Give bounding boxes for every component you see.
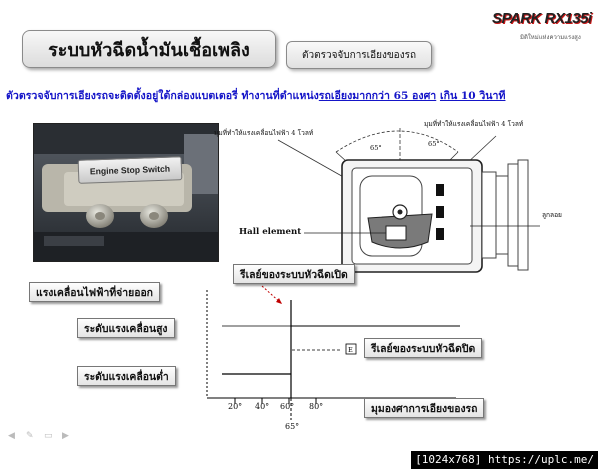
high-level-label: ระดับแรงเคลื่อนสูง <box>77 318 175 338</box>
angle-note-right: มุมที่ทำให้แรงเคลื่อนไฟฟ้า 4 โวลท์ <box>424 120 524 128</box>
menu-icon[interactable]: ▭ <box>44 431 53 441</box>
angle-note-left: มุมที่ทำให้แรงเคลื่อนไฟฟ้า 4 โวลท์ <box>214 129 314 137</box>
logo-tagline: มิติใหม่แห่งความแรงสูง <box>520 34 581 41</box>
tick-20: 20° <box>228 402 243 411</box>
headline-time: เกิน 10 วินาที <box>439 90 506 102</box>
hall-element-label: Hall element <box>239 227 302 237</box>
headline-text: ตัวตรวจจับการเอียงรถจะติดตั้งอยู่ใต้กล่อ… <box>6 90 319 102</box>
output-voltage-label: แรงเคลื่อนไฟฟ้าที่จ่ายออก <box>29 282 160 302</box>
relay-on-label: รีเลย์ของระบบหัวฉีดเปิด <box>233 264 355 284</box>
brand-logo: SPARK RX135i มิติใหม่แห่งความแรงสูง <box>492 8 592 48</box>
float-label: ลูกลอย <box>542 211 562 219</box>
pen-icon[interactable]: ✎ <box>26 431 34 441</box>
angle-right-label: 65° <box>428 140 440 148</box>
low-level-label: ระดับแรงเคลื่อนต่ำ <box>77 366 176 386</box>
angle-left-label: 65° <box>370 144 382 152</box>
headline-angle: รถเอียงมากกว่า 65 องศา <box>318 90 437 102</box>
next-arrow-icon[interactable]: ▶ <box>62 431 69 441</box>
threshold-tick: 65° <box>285 422 300 431</box>
slide-subtitle: ตัวตรวจจับการเอียงของรถ <box>286 41 432 69</box>
slide-title: ระบบหัวฉีดน้ำมันเชื้อเพลิง <box>22 30 276 68</box>
headline: ตัวตรวจจับการเอียงรถจะติดตั้งอยู่ใต้กล่อ… <box>6 87 596 104</box>
switch-photo <box>33 123 219 262</box>
relay-off-label: รีเลย์ของระบบหัวฉีดปิด <box>364 338 483 358</box>
credit-badge: [1024x768] https://uplc.me/ <box>411 451 598 469</box>
e-box-label: E <box>348 346 353 354</box>
tick-40: 40° <box>255 402 270 411</box>
tick-60: 60° <box>280 402 295 411</box>
prev-arrow-icon[interactable]: ◀ <box>8 431 15 441</box>
angle-axis-label: มุมองศาการเอียงของรถ <box>364 398 485 418</box>
tick-80: 80° <box>309 402 324 411</box>
logo-text: SPARK RX135i <box>492 10 592 27</box>
